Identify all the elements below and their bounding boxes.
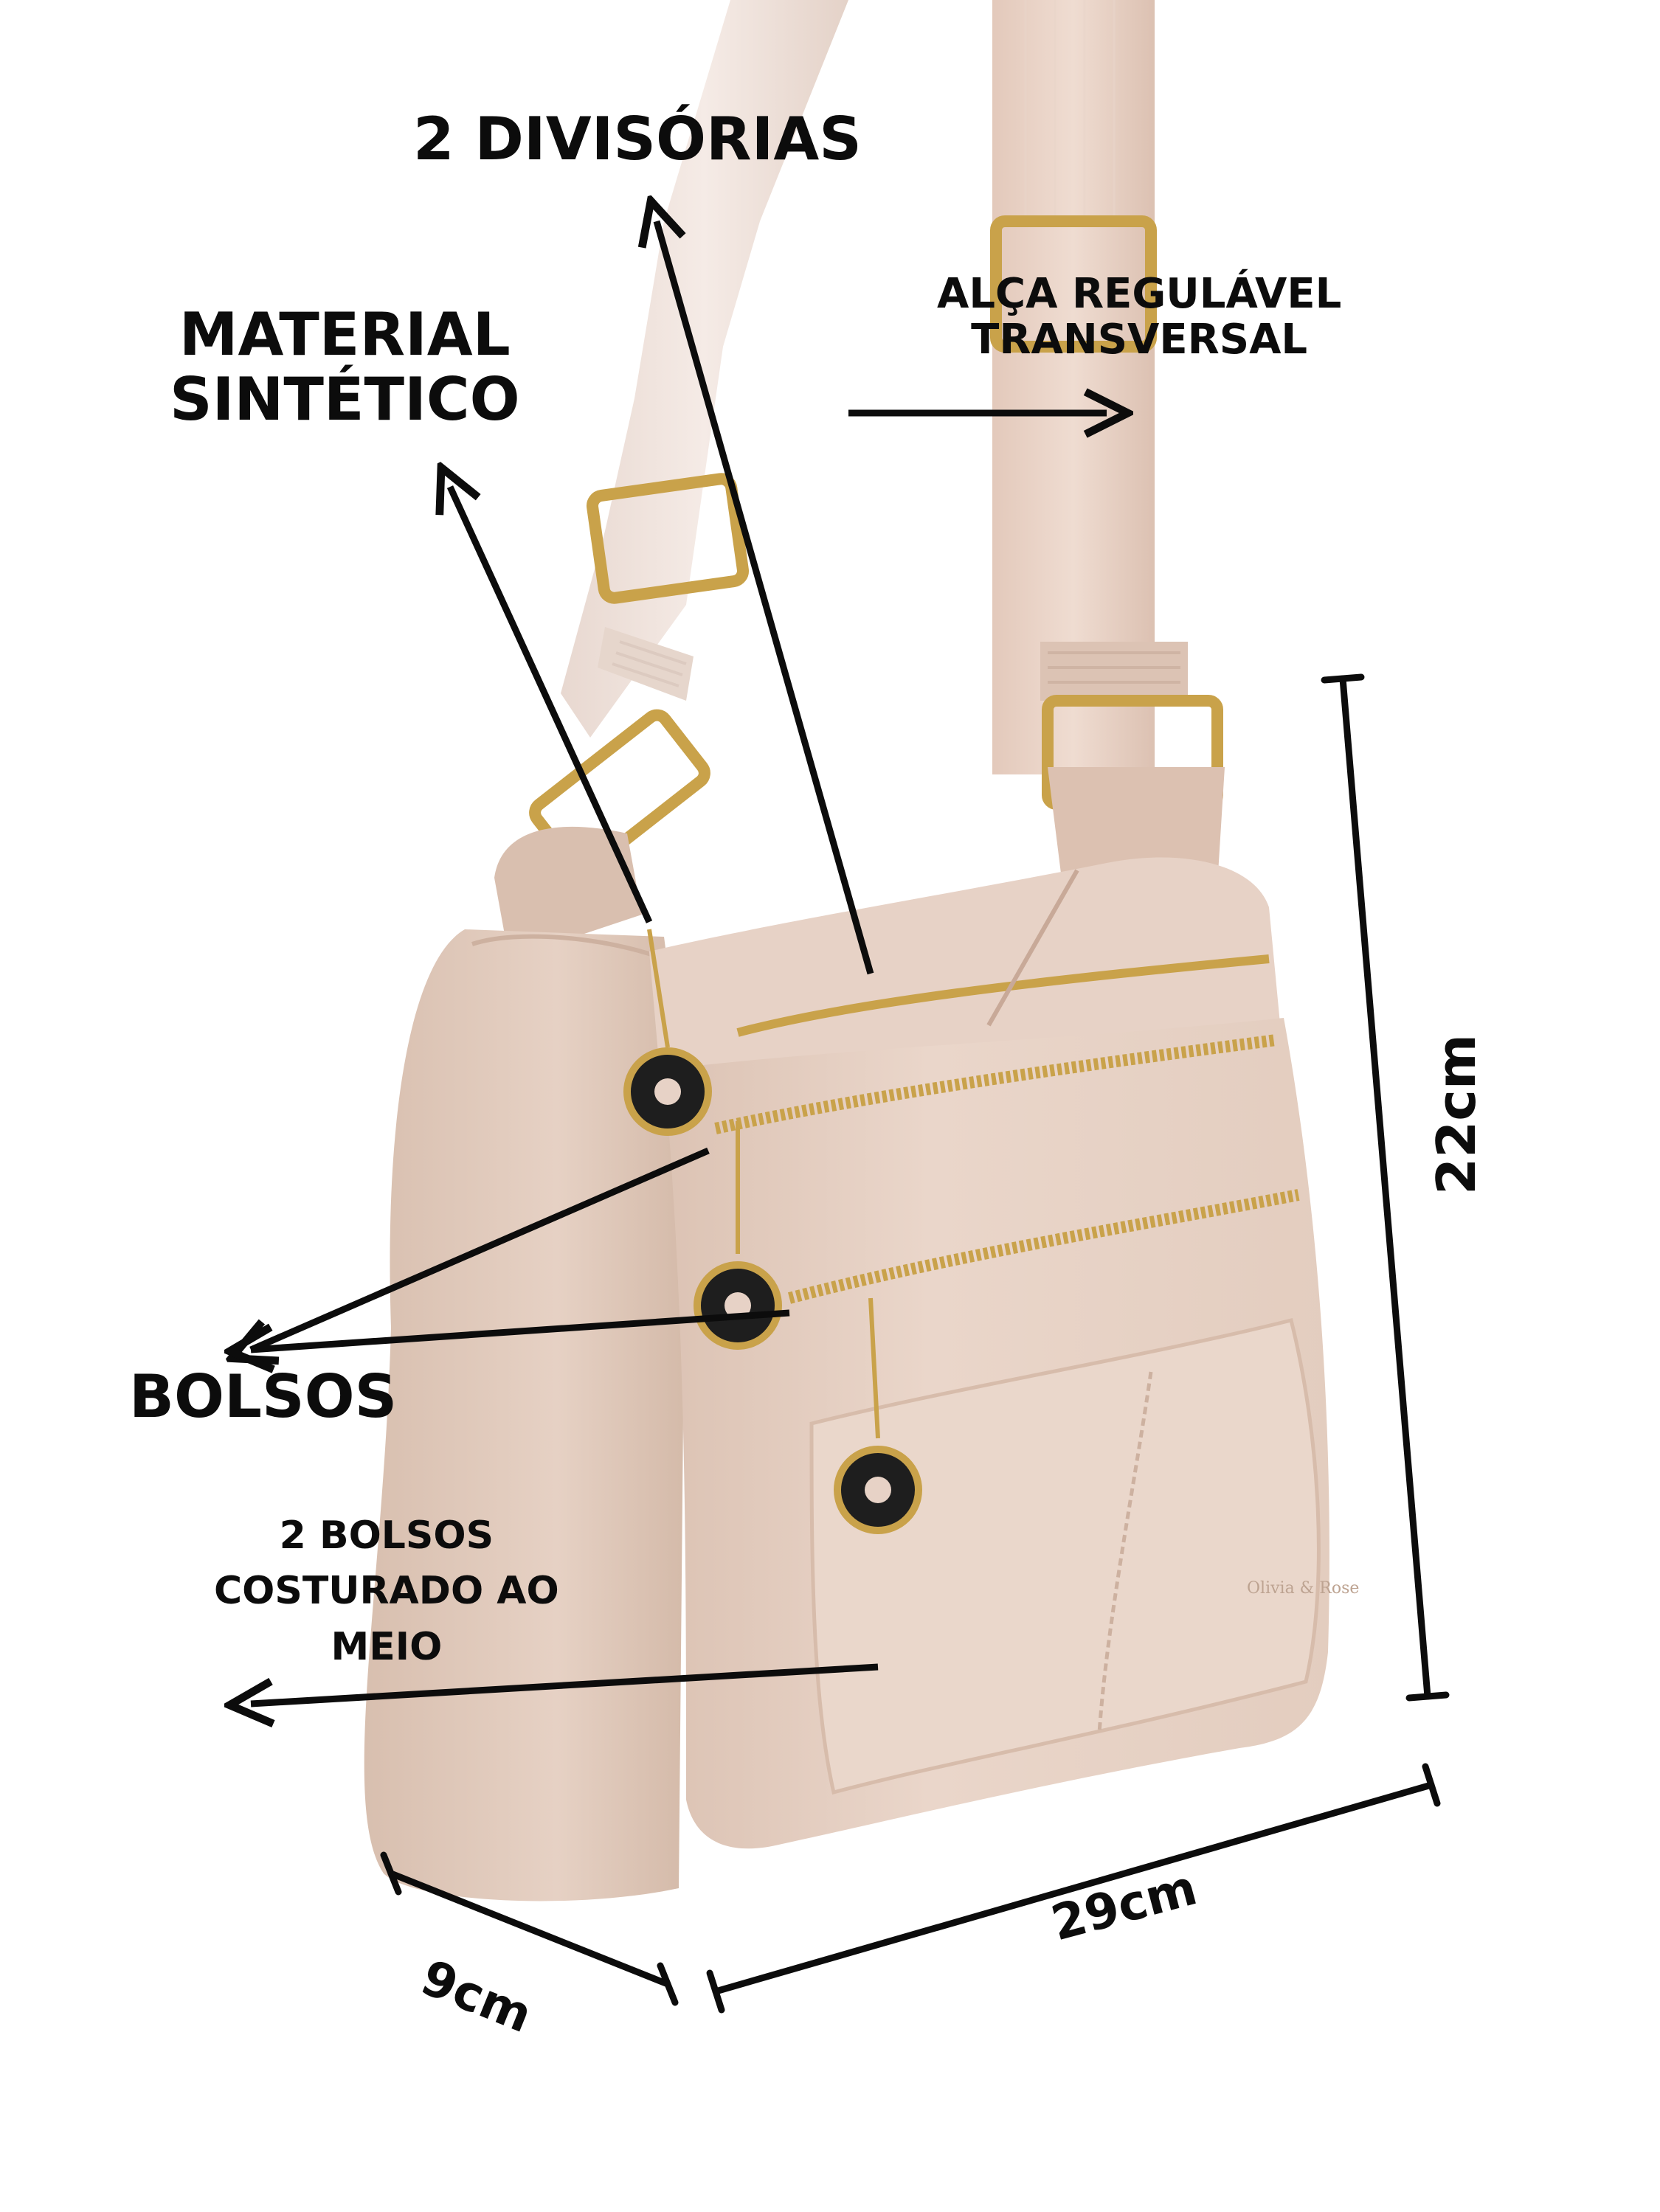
bag-top-tab [494, 826, 642, 959]
label-alca-line1: ALÇA REGULÁVEL [937, 270, 1342, 318]
shoulder-strap-right [990, 0, 1225, 885]
pocket-center-seam [1097, 1371, 1153, 1734]
label-bolsos: BOLSOS [129, 1362, 398, 1431]
brand-emboss: Olivia & Rose [1247, 1579, 1359, 1598]
arrow-icon [251, 221, 1107, 1704]
label-alca-line2: TRANSVERSAL [971, 315, 1308, 364]
label-height: 22cm [1425, 1034, 1487, 1195]
shoulder-strap-left [561, 0, 848, 738]
front-pocket [809, 1317, 1321, 1795]
label-material-line2: SINTÉTICO [170, 365, 520, 434]
label-divisorias: 2 DIVISÓRIAS [413, 105, 862, 173]
label-bolsos-meio-line1: 2 BOLSOS [279, 1514, 494, 1558]
label-bolsos-meio-line3: MEIO [331, 1624, 443, 1669]
zipper-icon [714, 1034, 1300, 1304]
label-bolsos-meio: 2 BOLSOS COSTURADO AO MEIO [214, 1508, 559, 1675]
zipper-pull-icon [623, 929, 922, 1534]
label-bolsos-meio-line2: COSTURADO AO [214, 1569, 559, 1614]
bag-side-panel [364, 929, 686, 1901]
label-alca: ALÇA REGULÁVEL TRANSVERSAL [937, 271, 1341, 362]
label-material-line1: MATERIAL [179, 300, 511, 369]
dimension-line-icon [380, 673, 1450, 2014]
label-material: MATERIAL SINTÉTICO [170, 302, 520, 432]
